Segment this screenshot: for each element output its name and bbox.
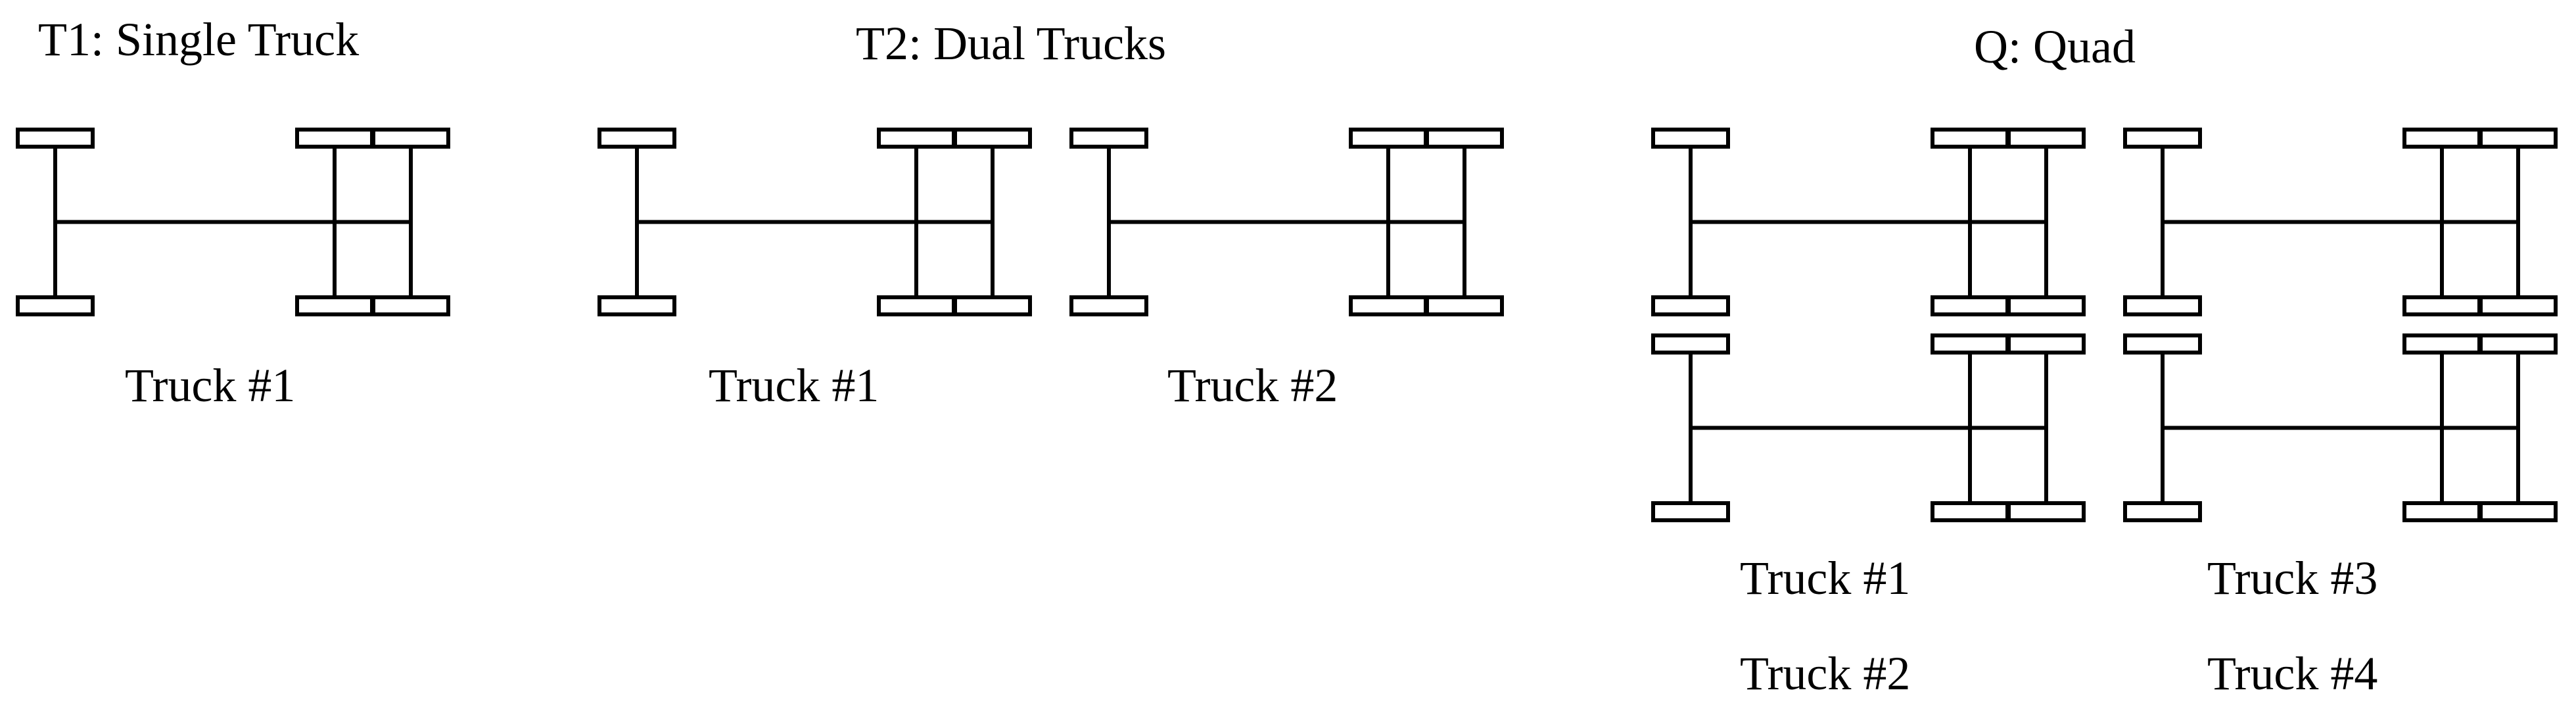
wheel-bottom-1 bbox=[1651, 295, 1730, 316]
wheel-top-3 bbox=[2479, 333, 2558, 355]
wheel-bottom-1 bbox=[2123, 501, 2202, 522]
wheel-top-3 bbox=[2479, 128, 2558, 149]
wheel-bottom-2 bbox=[2402, 295, 2481, 316]
wheel-top-2 bbox=[295, 128, 374, 149]
wheel-bottom-1 bbox=[597, 295, 676, 316]
wheel-bottom-2 bbox=[1931, 295, 2009, 316]
wheel-top-1 bbox=[2123, 128, 2202, 149]
wheel-bottom-3 bbox=[1425, 295, 1504, 316]
truck-frame-t2-truck-1 bbox=[597, 128, 1032, 316]
wheel-bottom-1 bbox=[1651, 501, 1730, 522]
wheel-top-2 bbox=[1349, 128, 1428, 149]
wheel-bottom-3 bbox=[2479, 295, 2558, 316]
wheel-top-1 bbox=[1651, 128, 1730, 149]
wheel-bottom-2 bbox=[877, 295, 956, 316]
label-q-truck-4: Truck #4 bbox=[2207, 647, 2377, 700]
truck-frame-q-truck-2 bbox=[1651, 333, 2086, 522]
wheel-top-2 bbox=[1931, 333, 2009, 355]
label-t2-truck-1: Truck #1 bbox=[709, 359, 879, 412]
wheel-bottom-2 bbox=[295, 295, 374, 316]
wheel-bottom-1 bbox=[1069, 295, 1148, 316]
title-t1-single-truck: T1: Single Truck bbox=[38, 13, 359, 66]
truck-frame-t2-truck-2 bbox=[1069, 128, 1504, 316]
wheel-bottom-3 bbox=[2007, 501, 2086, 522]
wheel-top-1 bbox=[2123, 333, 2202, 355]
label-q-truck-1: Truck #1 bbox=[1740, 552, 1910, 604]
wheel-top-1 bbox=[1069, 128, 1148, 149]
wheel-top-3 bbox=[2007, 333, 2086, 355]
label-t2-truck-2: Truck #2 bbox=[1167, 359, 1338, 412]
wheel-bottom-1 bbox=[2123, 295, 2202, 316]
wheel-top-3 bbox=[371, 128, 450, 149]
wheel-bottom-2 bbox=[2402, 501, 2481, 522]
wheel-top-1 bbox=[1651, 333, 1730, 355]
wheel-top-3 bbox=[2007, 128, 2086, 149]
wheel-top-2 bbox=[877, 128, 956, 149]
label-q-truck-3: Truck #3 bbox=[2207, 552, 2377, 604]
truck-frame-q-truck-3 bbox=[2123, 128, 2558, 316]
wheel-bottom-1 bbox=[16, 295, 95, 316]
title-t2-dual-trucks: T2: Dual Trucks bbox=[856, 17, 1166, 70]
title-q-quad: Q: Quad bbox=[1974, 20, 2136, 73]
wheel-bottom-2 bbox=[1349, 295, 1428, 316]
wheel-top-1 bbox=[597, 128, 676, 149]
truck-frame-q-truck-1 bbox=[1651, 128, 2086, 316]
truck-frame-t1-truck-1 bbox=[16, 128, 450, 316]
label-q-truck-2: Truck #2 bbox=[1740, 647, 1910, 700]
wheel-top-2 bbox=[1931, 128, 2009, 149]
wheel-top-2 bbox=[2402, 333, 2481, 355]
wheel-bottom-3 bbox=[2479, 501, 2558, 522]
wheel-bottom-3 bbox=[2007, 295, 2086, 316]
wheel-top-3 bbox=[953, 128, 1032, 149]
wheel-bottom-3 bbox=[953, 295, 1032, 316]
wheel-bottom-2 bbox=[1931, 501, 2009, 522]
wheel-top-3 bbox=[1425, 128, 1504, 149]
label-t1-truck-1: Truck #1 bbox=[125, 359, 295, 412]
wheel-top-2 bbox=[2402, 128, 2481, 149]
wheel-top-1 bbox=[16, 128, 95, 149]
wheel-bottom-3 bbox=[371, 295, 450, 316]
truck-frame-q-truck-4 bbox=[2123, 333, 2558, 522]
